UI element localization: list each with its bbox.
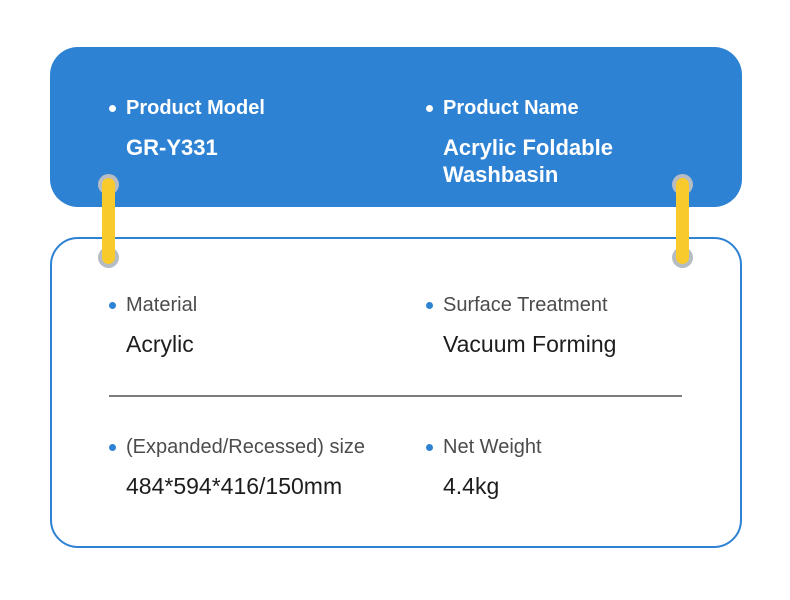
product-specs-card: Material Acrylic Surface Treatment Vacuu… bbox=[50, 237, 742, 548]
surface-treatment-label: Surface Treatment bbox=[443, 294, 608, 316]
material-label: Material bbox=[126, 294, 198, 316]
bullet-icon bbox=[426, 444, 433, 451]
net-weight-label: Net Weight bbox=[443, 436, 542, 458]
row-divider bbox=[109, 395, 682, 397]
bullet-icon bbox=[109, 444, 116, 451]
connector-pin-icon bbox=[671, 174, 693, 268]
bullet-icon bbox=[426, 302, 433, 309]
material-value: Acrylic bbox=[126, 331, 194, 357]
bullet-icon bbox=[426, 105, 433, 112]
product-name-value: Acrylic Foldable Washbasin bbox=[443, 135, 613, 187]
product-name-item: Product Name Acrylic Foldable Washbasin bbox=[426, 95, 653, 188]
product-model-value: GR-Y331 bbox=[126, 135, 218, 160]
bullet-icon bbox=[109, 105, 116, 112]
product-name-label: Product Name bbox=[443, 97, 579, 119]
link-bar-icon bbox=[101, 178, 115, 264]
size-value: 484*594*416/150mm bbox=[126, 473, 343, 499]
net-weight-item: Net Weight 4.4kg bbox=[426, 434, 542, 500]
surface-treatment-value: Vacuum Forming bbox=[443, 331, 617, 357]
size-label: (Expanded/Recessed) size bbox=[126, 436, 366, 458]
bullet-icon bbox=[109, 302, 116, 309]
product-model-item: Product Model GR-Y331 bbox=[109, 95, 265, 161]
surface-treatment-item: Surface Treatment Vacuum Forming bbox=[426, 292, 616, 358]
material-item: Material Acrylic bbox=[109, 292, 197, 358]
product-model-label: Product Model bbox=[126, 97, 265, 119]
net-weight-value: 4.4kg bbox=[443, 473, 500, 499]
link-bar-icon bbox=[675, 178, 689, 264]
product-header-card: Product Model GR-Y331 Product Name Acryl… bbox=[50, 47, 742, 207]
size-item: (Expanded/Recessed) size 484*594*416/150… bbox=[109, 434, 365, 500]
connector-pin-icon bbox=[97, 174, 119, 268]
